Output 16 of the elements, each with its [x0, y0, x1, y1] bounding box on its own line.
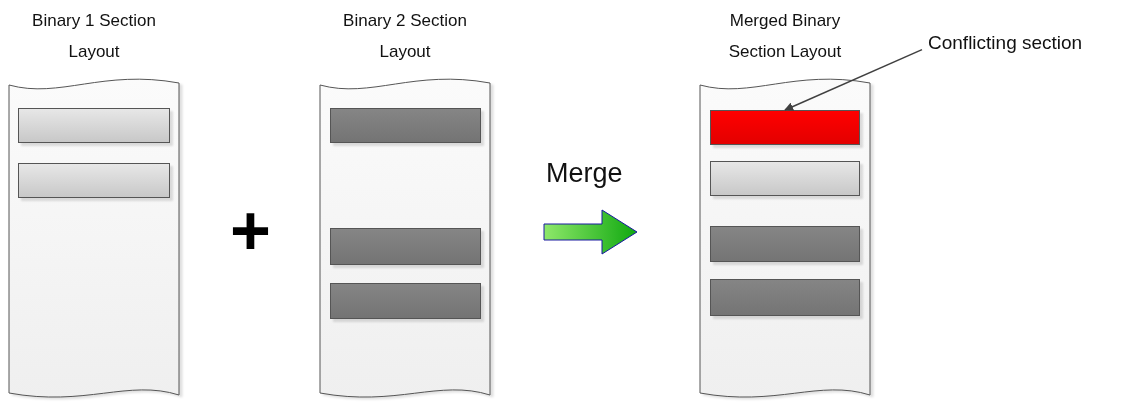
section-bar: [710, 226, 860, 262]
section-bar: [330, 228, 481, 265]
section-layout-heading: Binary 1 Section Layout: [32, 10, 156, 63]
block-arrow: [543, 209, 638, 255]
callout-text: Conflicting section: [928, 32, 1083, 53]
section-bar: [18, 163, 170, 198]
section-bar: [710, 161, 860, 196]
section-layout-heading: Merged Binary Section Layout: [727, 10, 843, 63]
section-bar: [710, 279, 860, 316]
section-bar: [710, 110, 860, 145]
section-layout-heading: Binary 2 Section Layout: [343, 10, 467, 63]
section-bar: [330, 108, 481, 143]
section-bar: [330, 283, 481, 319]
section-bar: [18, 108, 170, 143]
leader-line: [784, 48, 923, 111]
plus-sign: +: [230, 196, 271, 266]
